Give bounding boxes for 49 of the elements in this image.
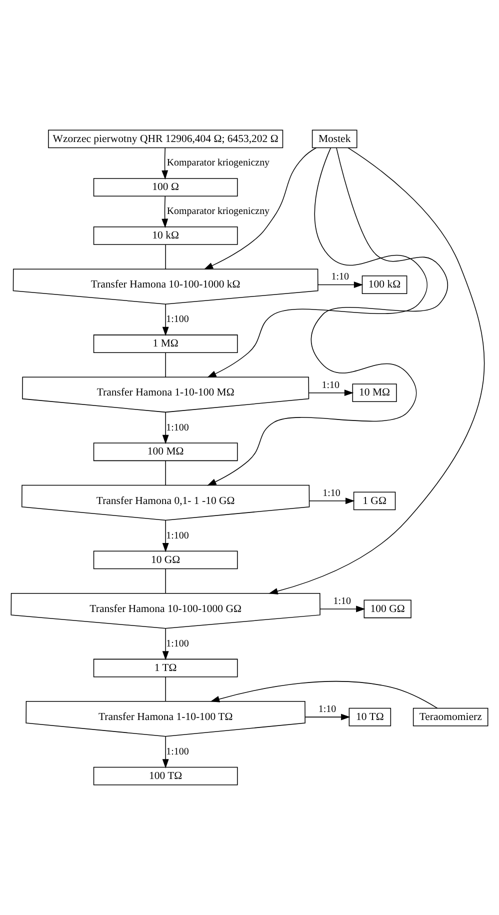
edge-label: 1:10 <box>331 272 349 283</box>
arrow <box>162 147 168 180</box>
node-box: 10 GΩ <box>93 550 238 570</box>
edge-label: 1:100 <box>166 314 189 326</box>
arrow <box>207 147 448 486</box>
node-box: 100 kΩ <box>362 276 408 294</box>
arrow <box>318 282 364 288</box>
connector <box>165 352 166 378</box>
node-box: 1 GΩ <box>353 492 396 510</box>
arrow <box>320 606 366 612</box>
node-box: 1 MΩ <box>93 334 238 353</box>
connector <box>165 568 166 594</box>
edge-label: 1:100 <box>166 422 189 434</box>
arrow <box>308 498 355 504</box>
node-box: 1 TΩ <box>93 658 238 678</box>
edge-label: 1:10 <box>322 380 340 391</box>
arrow <box>162 196 168 228</box>
edge-label: 1:10 <box>318 704 336 715</box>
node-box: 100 Ω <box>93 178 238 197</box>
edge-label: 1:10 <box>333 596 351 607</box>
edge-label: Komparator kriogeniczny <box>166 158 270 169</box>
edge-label: Komparator kriogeniczny <box>166 206 270 218</box>
arrow <box>207 148 428 378</box>
node-box: 100 GΩ <box>364 600 412 618</box>
edge-label: 1:10 <box>322 488 340 499</box>
edge-label: 1:100 <box>166 746 189 758</box>
arrow <box>204 147 317 270</box>
node-box: Wzorzec pierwotny QHR 12906,404 Ω; 6453,202 Ω <box>48 130 284 148</box>
arrow <box>162 304 169 336</box>
arrow <box>162 736 169 768</box>
arrow <box>162 412 169 444</box>
arrow <box>308 390 354 396</box>
node-box: 10 kΩ <box>93 226 238 245</box>
node-box: 10 MΩ <box>352 384 397 402</box>
connector <box>165 460 166 486</box>
node-box: 10 TΩ <box>348 708 392 726</box>
node-box: 100 TΩ <box>93 766 238 786</box>
arrow <box>268 147 485 594</box>
connector <box>165 676 166 702</box>
arrow <box>162 520 169 552</box>
arrow <box>304 714 350 720</box>
arrow <box>162 628 169 660</box>
node-box: 100 MΩ <box>93 442 238 462</box>
arrow <box>210 680 438 709</box>
node-box: Mostek <box>312 130 358 148</box>
node-box: Teraomomierz <box>412 708 488 726</box>
edge-label: 1:100 <box>166 530 189 542</box>
edge-label: 1:100 <box>166 638 189 650</box>
connector <box>165 244 166 270</box>
